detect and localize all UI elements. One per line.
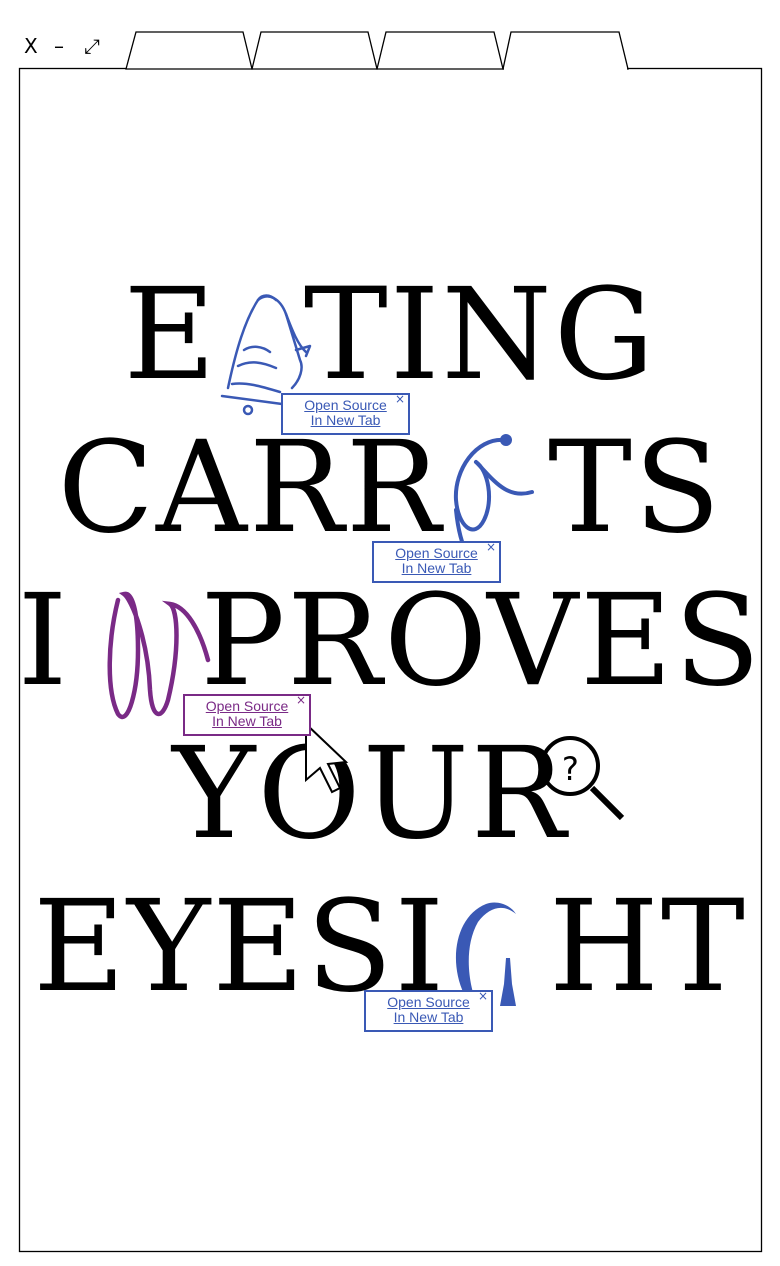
svg-text:?: ? — [560, 750, 579, 788]
window-expand-button[interactable]: ⤢ — [84, 34, 100, 58]
headline-text: EYESI — [33, 873, 447, 1020]
close-icon[interactable]: × — [394, 392, 405, 406]
open-source-popup-4: Open Source In New Tab × — [364, 989, 493, 1032]
open-source-popup-2: Open Source In New Tab × — [372, 540, 501, 583]
headline-text: E — [123, 261, 218, 408]
headline-line-improves: IMPROVES — [0, 578, 780, 704]
in-new-tab-link[interactable]: In New Tab — [212, 713, 282, 729]
open-source-link[interactable]: Open Source — [205, 698, 289, 714]
loop-illustration — [453, 434, 534, 558]
headline-text: YOUR — [172, 720, 568, 867]
headline-text: PROVES — [200, 567, 763, 714]
headline-text: TS — [548, 414, 723, 561]
open-source-link[interactable]: Open Source — [304, 397, 387, 413]
headline-text: TING — [303, 261, 657, 408]
window-minimize-button[interactable]: – — [54, 34, 64, 58]
stroke-g-illustration — [455, 902, 516, 1006]
headline-line-your: YOUR — [0, 731, 780, 857]
skater-illustration — [220, 294, 312, 416]
headline-line-carrots: CARROTS — [0, 425, 780, 551]
close-icon[interactable]: × — [477, 989, 488, 1003]
in-new-tab-link[interactable]: In New Tab — [310, 412, 381, 428]
scribble-m-illustration — [107, 591, 211, 719]
tab-3[interactable] — [376, 31, 504, 70]
open-source-link[interactable]: Open Source — [395, 545, 478, 561]
headline-text: HT — [548, 873, 747, 1020]
headline-text: I — [17, 567, 70, 714]
cursor-icon — [305, 721, 349, 794]
open-source-popup-1: Open Source In New Tab × — [281, 392, 410, 435]
tab-1[interactable] — [125, 31, 253, 70]
open-source-link[interactable]: Open Source — [387, 994, 470, 1010]
headline-text: CARR — [57, 414, 443, 561]
magnifier-question-icon: ? — [540, 736, 625, 821]
close-icon[interactable]: × — [295, 693, 306, 707]
headline-line-eating: EATING — [0, 272, 780, 398]
tab-4-active[interactable] — [502, 31, 629, 71]
headline-line-eyesight: EYESIGHT — [0, 884, 780, 1010]
in-new-tab-link[interactable]: In New Tab — [401, 560, 472, 576]
close-icon[interactable]: × — [485, 540, 496, 554]
open-source-popup-3: Open Source In New Tab × — [183, 693, 311, 736]
window-close-button[interactable]: X — [24, 34, 38, 58]
in-new-tab-link[interactable]: In New Tab — [393, 1009, 464, 1025]
tab-2[interactable] — [251, 31, 378, 70]
